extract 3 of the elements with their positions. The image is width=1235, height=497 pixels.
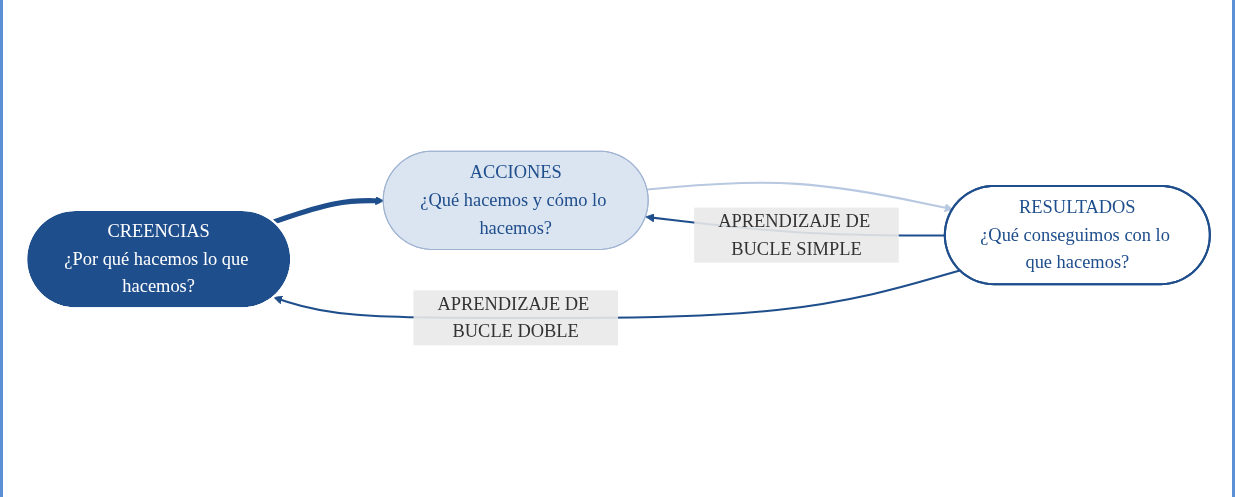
arrow xyxy=(646,181,953,213)
edge-label: APRENDIZAJE DE BUCLE DOBLE xyxy=(436,293,589,342)
edge-label: APRENDIZAJE DE BUCLE SIMPLE xyxy=(717,210,870,259)
